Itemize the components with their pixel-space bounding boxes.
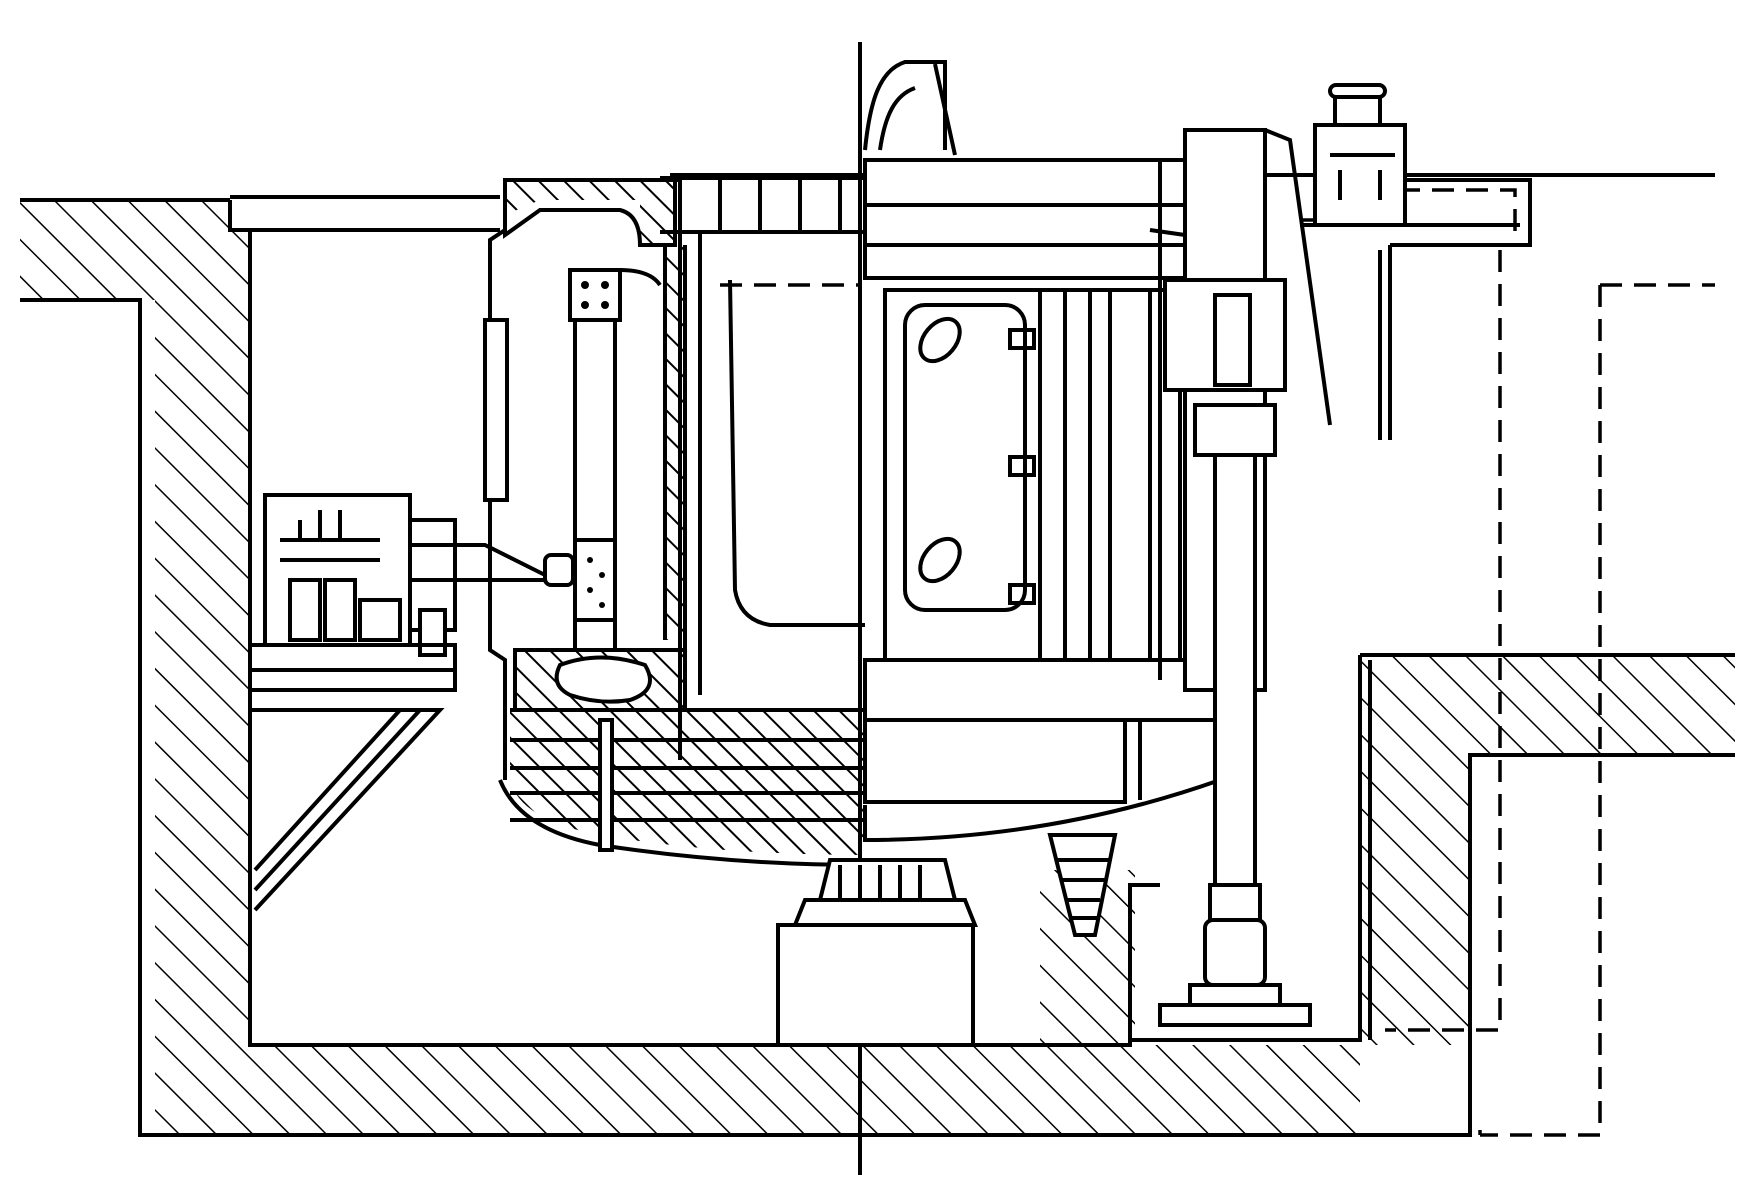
top-clamp: [1300, 83, 1520, 227]
electrode-top: [863, 60, 957, 156]
rocker-support: [776, 833, 1118, 1047]
furnace-body: [483, 158, 1222, 867]
side-platform: [250, 493, 546, 912]
tilt-cylinder: [1149, 128, 1332, 1027]
